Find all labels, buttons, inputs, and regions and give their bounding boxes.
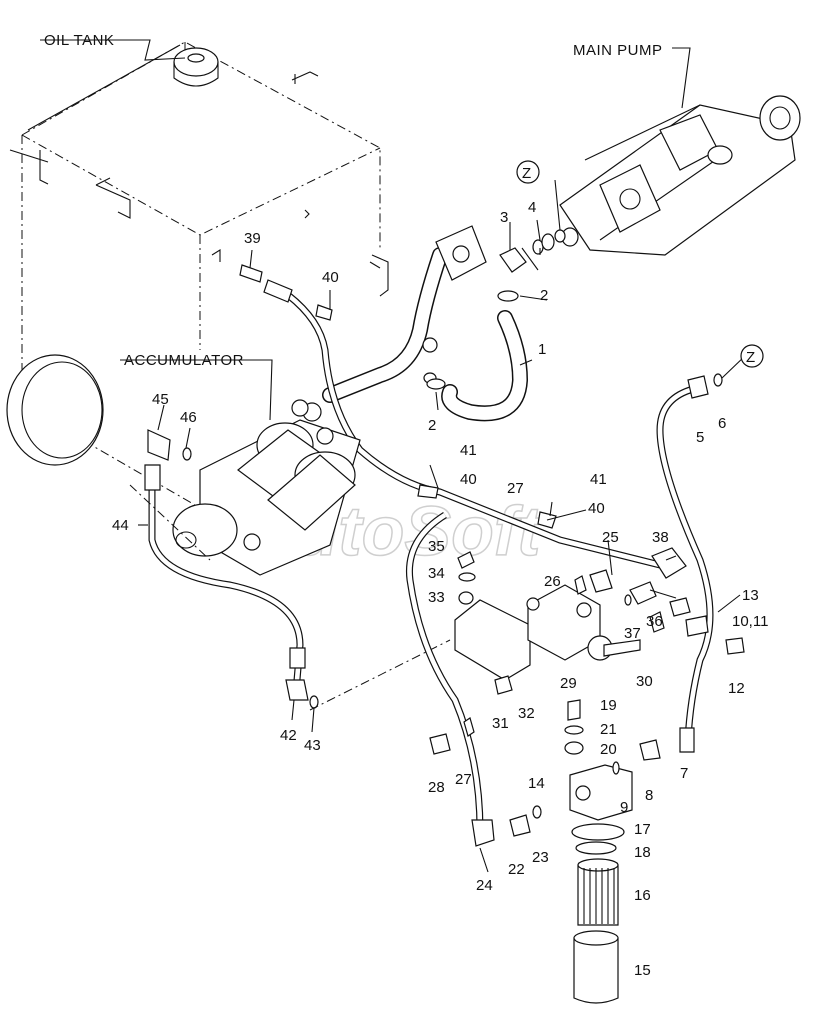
hose-1 xyxy=(441,310,529,422)
callout-43: 43 xyxy=(304,737,321,754)
callout-10-11: 10,11 xyxy=(732,613,768,630)
callout-24: 24 xyxy=(476,877,493,894)
valve-block xyxy=(454,551,665,695)
callout-42: 42 xyxy=(280,727,297,744)
callout-41b: 41 xyxy=(590,471,607,488)
callout-12: 12 xyxy=(728,680,745,697)
callout-44: 44 xyxy=(112,517,129,534)
callout-21: 21 xyxy=(600,721,617,738)
suction-pipe xyxy=(322,225,487,403)
view-mark-z-1-text: Z xyxy=(522,165,531,182)
oil-tank-label: OIL TANK xyxy=(44,32,114,49)
main-pump-label: MAIN PUMP xyxy=(573,42,663,59)
callout-20: 20 xyxy=(600,741,617,758)
oil-tank xyxy=(6,41,389,506)
callout-8: 8 xyxy=(645,787,653,804)
callout-16: 16 xyxy=(634,887,651,904)
pump-fittings xyxy=(426,233,555,390)
callout-35: 35 xyxy=(428,538,445,555)
callout-40c: 40 xyxy=(588,500,605,517)
callout-4: 4 xyxy=(528,199,536,216)
callout-25: 25 xyxy=(602,529,619,546)
callout-5: 5 xyxy=(696,429,704,446)
callout-39: 39 xyxy=(244,230,261,247)
callout-46: 46 xyxy=(180,409,197,426)
view-mark-z-2: Z xyxy=(740,344,764,368)
accumulator-label: ACCUMULATOR xyxy=(124,352,244,369)
callout-13: 13 xyxy=(742,587,759,604)
view-mark-z-1: Z xyxy=(516,160,540,184)
callout-2b: 2 xyxy=(428,417,436,434)
callout-23: 23 xyxy=(532,849,549,866)
callout-40b: 40 xyxy=(460,471,477,488)
callout-7: 7 xyxy=(680,765,688,782)
callout-27a: 27 xyxy=(507,480,524,497)
hose-38 xyxy=(651,547,687,579)
callout-38: 38 xyxy=(652,529,669,546)
callout-1: 1 xyxy=(538,341,546,358)
callout-37: 37 xyxy=(624,625,641,642)
main-pump xyxy=(554,95,801,256)
callout-32: 32 xyxy=(518,705,535,722)
callout-17: 17 xyxy=(634,821,651,838)
callout-22: 22 xyxy=(508,861,525,878)
callout-36: 36 xyxy=(646,613,663,630)
callout-33: 33 xyxy=(428,589,445,606)
line-filter xyxy=(564,699,633,1004)
callout-19: 19 xyxy=(600,697,617,714)
accumulator xyxy=(147,399,361,576)
view-mark-z-2-text: Z xyxy=(746,349,755,366)
callout-18: 18 xyxy=(634,844,651,861)
callout-34: 34 xyxy=(428,565,445,582)
callout-6: 6 xyxy=(718,415,726,432)
tank-return-hose xyxy=(239,264,661,569)
hose-7 xyxy=(639,373,745,761)
callout-3: 3 xyxy=(500,209,508,226)
callout-31: 31 xyxy=(492,715,509,732)
callout-29: 29 xyxy=(560,675,577,692)
callout-14: 14 xyxy=(528,775,545,792)
callout-9: 9 xyxy=(620,799,628,816)
callout-45: 45 xyxy=(152,391,169,408)
callout-40a: 40 xyxy=(322,269,339,286)
hose-24 xyxy=(405,512,542,847)
callout-15: 15 xyxy=(634,962,651,979)
callout-28: 28 xyxy=(428,779,445,796)
hose-44 xyxy=(144,464,319,709)
callout-27b: 27 xyxy=(455,771,472,788)
leader-lines xyxy=(40,39,747,873)
callout-30: 30 xyxy=(636,673,653,690)
callout-41a: 41 xyxy=(460,442,477,459)
callout-26: 26 xyxy=(544,573,561,590)
callout-2a: 2 xyxy=(540,287,548,304)
